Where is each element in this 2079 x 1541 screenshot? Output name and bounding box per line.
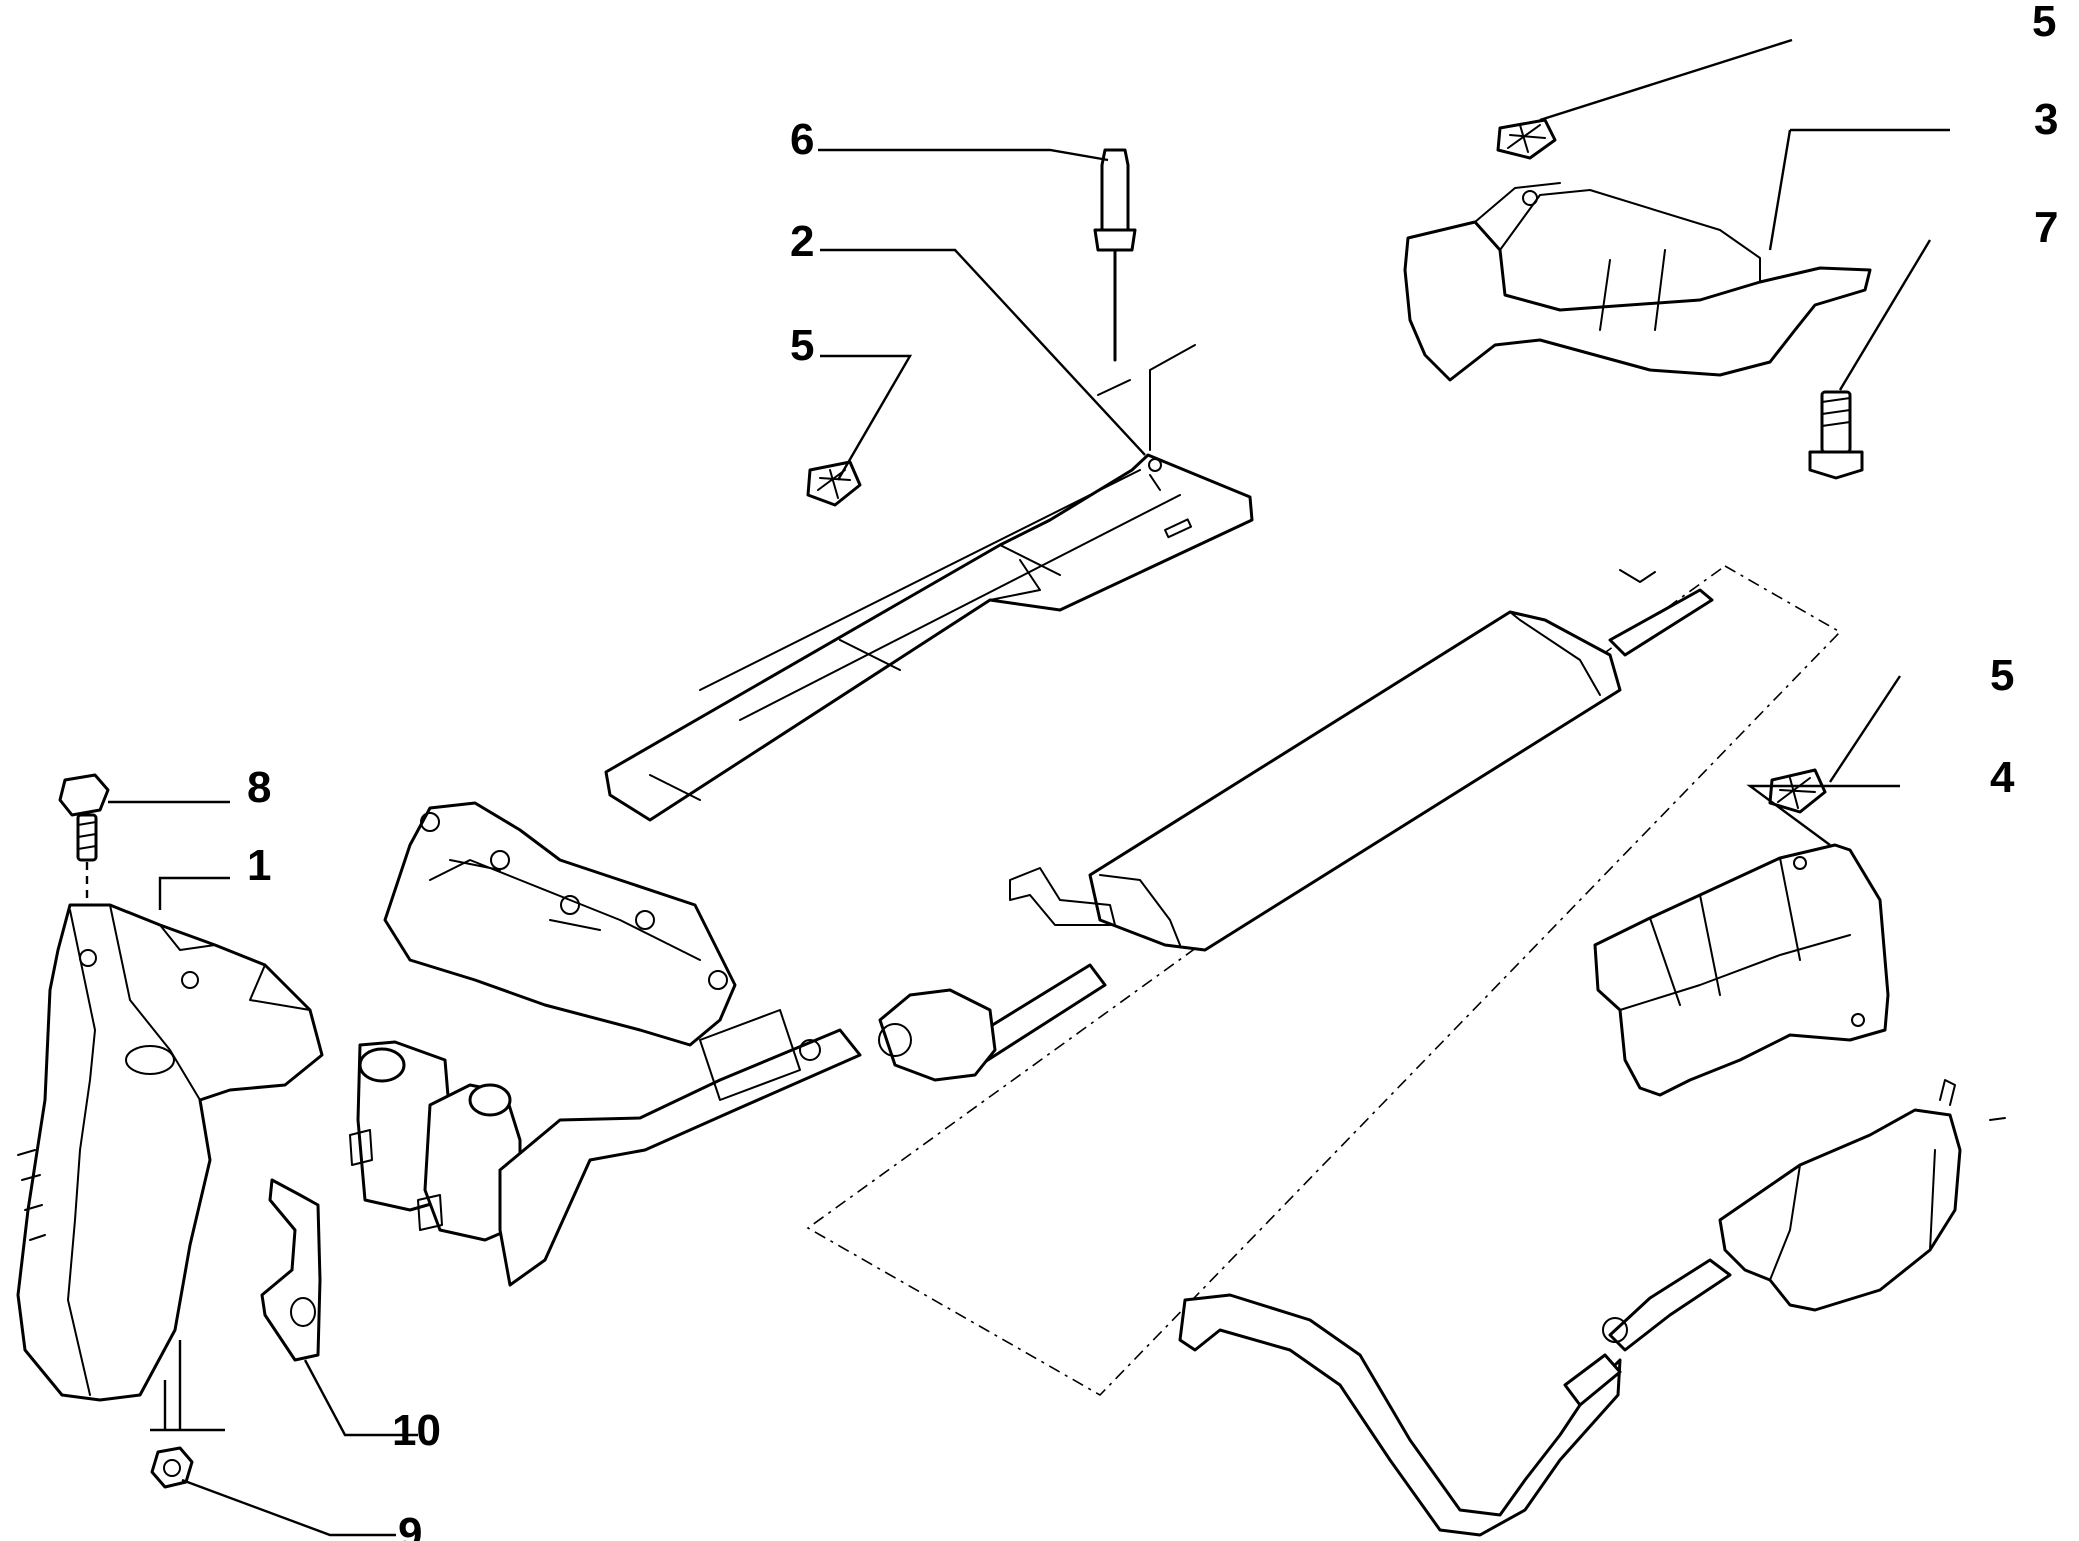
- assembly-boundary: [806, 565, 1842, 1397]
- callout-labels: 5 3 6 2 7 5 5 4 8 1 10 9: [247, 0, 2058, 1541]
- callout-5-left: 5: [790, 321, 814, 370]
- clip-nut-upper-left: [806, 460, 862, 507]
- central-muffler-pipe: [878, 569, 1714, 1082]
- callout-10: 10: [392, 1406, 441, 1455]
- callout-4: 4: [1990, 753, 2015, 802]
- callout-7: 7: [2034, 203, 2058, 252]
- bolt-rear: [1808, 390, 1864, 480]
- front-pipe: [498, 1009, 912, 1287]
- heat-shield-right: [1593, 843, 1890, 1097]
- heat-shield-rear-tunnel: [1403, 182, 1872, 382]
- bracket: [260, 1178, 322, 1362]
- callout-6: 6: [790, 115, 814, 164]
- callout-5-top: 5: [2032, 0, 2056, 46]
- exhaust-manifold: [383, 801, 737, 1047]
- rear-muffler: [1602, 1079, 2006, 1352]
- rivet-pin: [1093, 148, 1196, 451]
- callout-1: 1: [247, 841, 271, 890]
- leader-lines: [108, 38, 1950, 1537]
- heat-shield-center: [604, 453, 1254, 822]
- callout-3: 3: [2034, 95, 2058, 144]
- callout-8: 8: [247, 763, 271, 812]
- bolt-manifold-shield: [58, 773, 110, 900]
- callout-9: 9: [398, 1509, 422, 1541]
- callout-2: 2: [790, 217, 814, 266]
- clip-nut-right: [1768, 768, 1827, 814]
- clip-nut-top-right: [1496, 118, 1557, 160]
- rear-pipe: [1178, 1293, 1622, 1537]
- callout-5-right: 5: [1990, 651, 2014, 700]
- heat-shield-manifold: [16, 903, 324, 1402]
